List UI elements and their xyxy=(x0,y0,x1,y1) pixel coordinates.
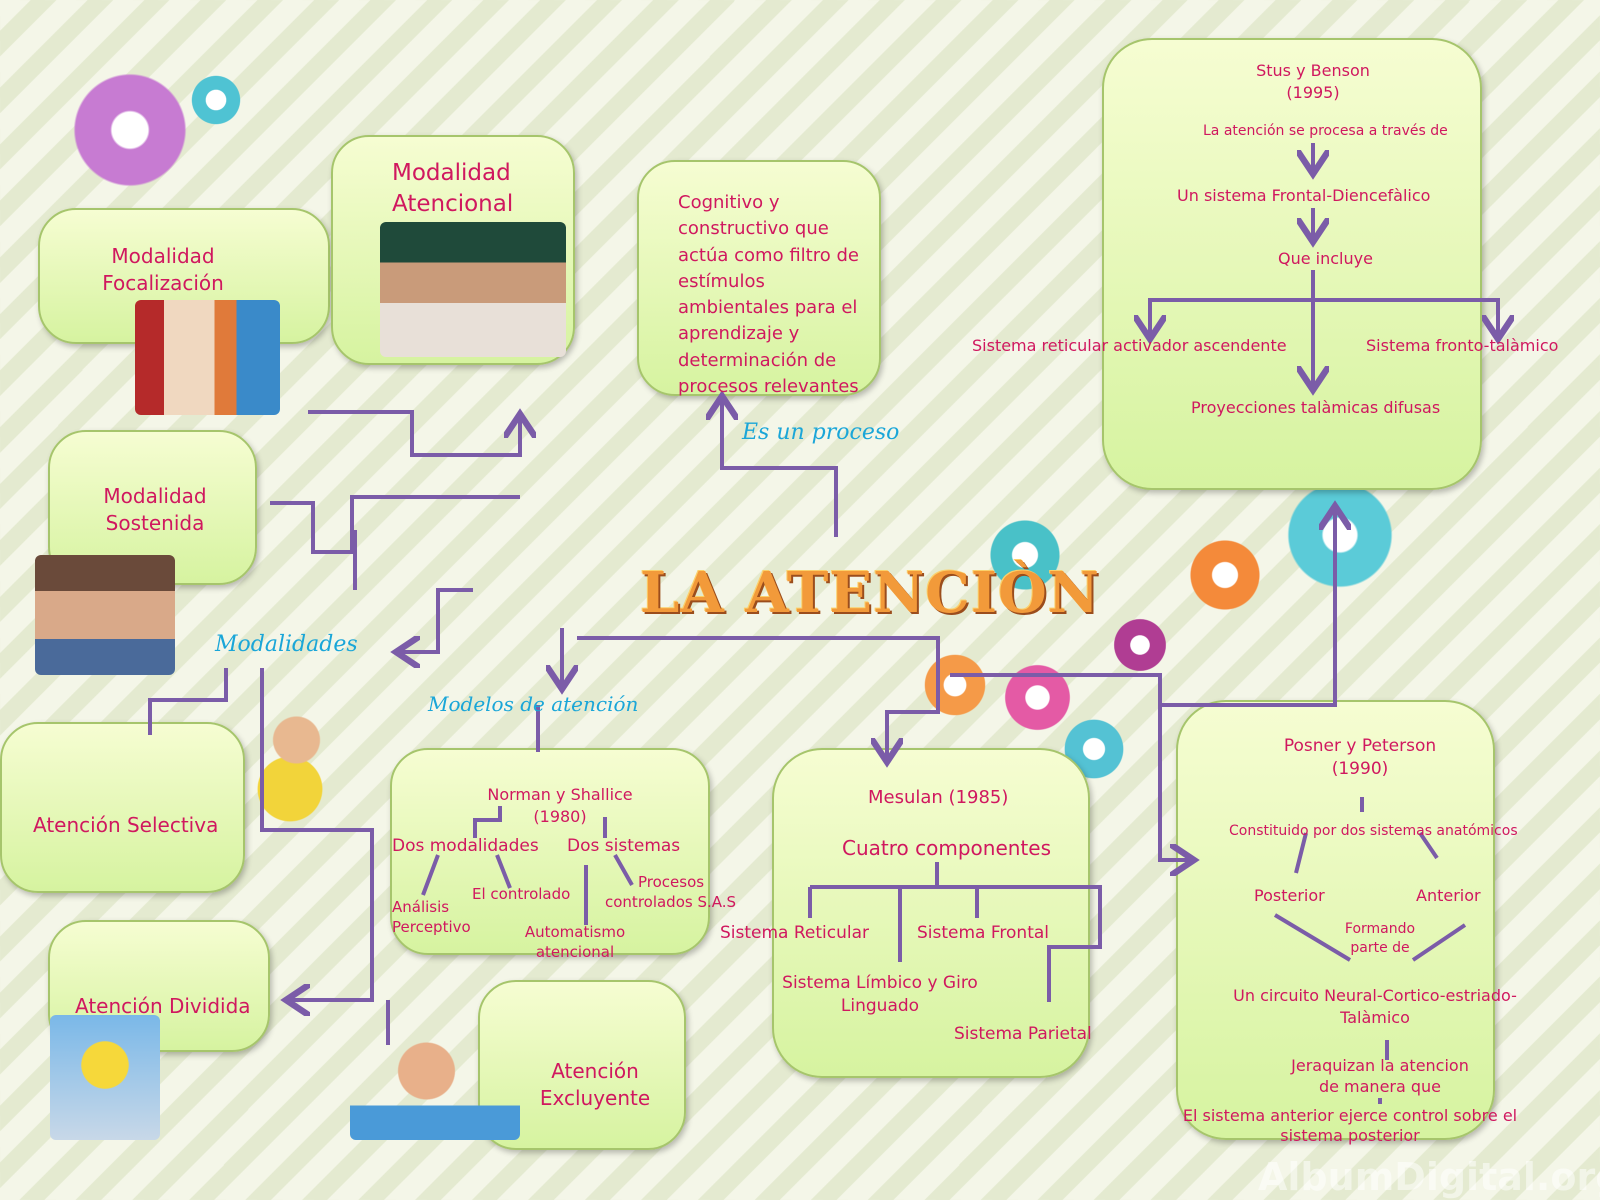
text-line: Jeraquizan la atencion xyxy=(1291,1056,1469,1075)
posner-final: El sistema anterior ejerce control sobre… xyxy=(1180,1106,1520,1146)
box-stus-benson xyxy=(1102,38,1482,490)
child-blocks-image xyxy=(350,1025,520,1140)
norman-b2: Procesos controlados S.A.S xyxy=(605,872,736,913)
flower-decoration xyxy=(985,515,1065,595)
text-line: sistema posterior xyxy=(1280,1126,1420,1145)
modelos-label: Modelos de atención xyxy=(428,692,639,716)
es-un-proceso-label: Es un proceso xyxy=(742,420,900,445)
text-line: Excluyente xyxy=(539,1086,651,1110)
text-line: ambientales para el xyxy=(678,297,858,319)
text-line: parte de xyxy=(1350,939,1410,956)
flower-decoration xyxy=(60,60,200,200)
text-line: Stus y Benson xyxy=(1256,61,1370,80)
stus-bottom: Proyecciones talàmicas difusas xyxy=(1191,398,1441,417)
flower-decoration xyxy=(1185,535,1265,615)
text-line: (1980) xyxy=(533,806,587,826)
posner-post: Posterior xyxy=(1254,886,1325,905)
mesulan-c2: Sistema Frontal xyxy=(917,923,1050,943)
atencion-dividida-label: Atención Dividida xyxy=(75,994,251,1018)
text-line: estímulos xyxy=(678,270,765,292)
watermark: AlbumDigital.org xyxy=(1258,1155,1600,1199)
target-arrow-image xyxy=(135,300,280,415)
posner-form: Formando parte de xyxy=(1330,920,1430,958)
text-line: procesos relevantes xyxy=(678,375,859,397)
stus-right: Sistema fronto-talàmico xyxy=(1366,336,1559,355)
norman-b: Dos sistemas xyxy=(567,836,681,856)
atencion-selectiva-label: Atención Selectiva xyxy=(33,813,219,837)
mesulan-sub: Cuatro componentes xyxy=(842,836,1051,860)
box-atencion-selectiva xyxy=(0,722,245,893)
text-line: Norman y Shallice xyxy=(487,785,633,804)
text-line: constructivo que xyxy=(678,218,829,240)
text-line: Modalidad xyxy=(111,244,215,268)
mesulan-c1: Sistema Reticular xyxy=(720,923,870,943)
text-line: aprendizaje y xyxy=(678,323,800,345)
text-line: Sistema Límbico y Giro xyxy=(782,973,978,993)
text-line: de manera que xyxy=(1318,1076,1442,1096)
text-line: El sistema anterior ejerce control sobre… xyxy=(1182,1106,1518,1125)
posner-author: Posner y Peterson(1990) xyxy=(1260,735,1460,781)
text-line: determinación de xyxy=(678,349,837,371)
text-line: Talàmico xyxy=(1340,1007,1410,1027)
flower-decoration xyxy=(1110,615,1170,675)
stus-step: Que incluye xyxy=(1278,249,1373,268)
posner-ant: Anterior xyxy=(1416,886,1481,905)
flower-decoration xyxy=(1000,660,1075,735)
text-line: atencional xyxy=(535,943,615,962)
octopus-cartoon-image xyxy=(50,1015,160,1140)
classroom-image xyxy=(380,222,566,357)
norman-b1: Automatismo atencional xyxy=(505,922,645,963)
box-norman-shallice xyxy=(390,748,710,955)
definicion-text: Cognitivo y constructivo que actúa como fi… xyxy=(678,190,859,400)
text-line: Atención xyxy=(551,1059,639,1083)
norman-author: Norman y Shallice (1980) xyxy=(470,784,650,827)
box-mesulan xyxy=(772,748,1090,1078)
box-posner-peterson xyxy=(1176,700,1495,1140)
flower-decoration xyxy=(920,650,990,720)
text-line: Formando xyxy=(1344,921,1416,937)
text-line: Posner y Peterson xyxy=(1283,736,1437,756)
posner-s1: Constituido por dos sistemas anatómicos xyxy=(1229,823,1518,839)
text-line: (1995) xyxy=(1286,82,1340,102)
stus-step: La atención se procesa a través de xyxy=(1203,123,1448,139)
text-line: Perceptivo xyxy=(392,918,471,937)
main-title: LA ATENCIÒN xyxy=(640,560,1100,626)
box-definicion xyxy=(637,160,881,396)
text-line: Linguado xyxy=(840,995,920,1016)
text-line: Modalidad xyxy=(103,484,207,508)
child-puzzle-image xyxy=(225,705,355,845)
norman-a2: El controlado xyxy=(472,885,571,903)
stus-step: Un sistema Frontal-Diencefàlico xyxy=(1177,186,1431,205)
modalidades-label: Modalidades xyxy=(215,632,358,657)
text-line: Automatismo xyxy=(524,923,626,941)
flower-decoration xyxy=(188,72,244,128)
stus-left: Sistema reticular activador ascendente xyxy=(972,336,1287,355)
mesulan-author: Mesulan (1985) xyxy=(868,787,1009,808)
text-line: Focalización xyxy=(102,271,224,295)
posner-circ: Un circuito Neural-Cortico-estriado- Talà… xyxy=(1230,985,1520,1028)
text-line: Modalidad xyxy=(392,160,511,186)
text-line: Atencional xyxy=(392,191,514,218)
text-line: Análisis xyxy=(392,898,450,916)
tired-student-image xyxy=(35,555,175,675)
text-line: Un circuito Neural-Cortico-estriado- xyxy=(1233,986,1517,1005)
stus-author: Stus y Benson (1995) xyxy=(1213,60,1413,103)
text-line: Procesos xyxy=(638,873,705,891)
text-line: (1990) xyxy=(1331,758,1389,779)
text-line: actúa como filtro de xyxy=(678,244,859,266)
text-line: controlados S.A.S xyxy=(605,893,737,912)
norman-a: Dos modalidades xyxy=(392,836,539,856)
mesulan-c4: Sistema Parietal xyxy=(954,1024,1092,1044)
text-line: Cognitivo y xyxy=(678,192,780,213)
text-line: Sostenida xyxy=(105,511,205,535)
flower-decoration xyxy=(1270,475,1410,595)
